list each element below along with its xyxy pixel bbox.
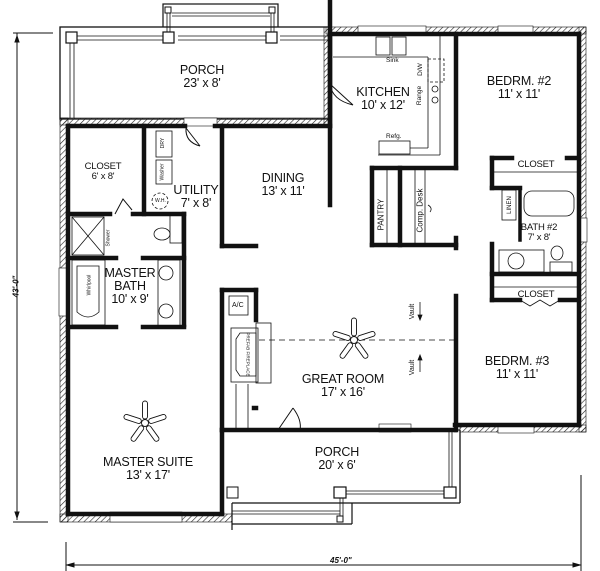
sink-label: Sink <box>386 57 399 64</box>
room-label-great-room: GREAT ROOM 17' x 16' <box>301 372 385 400</box>
pantry-label: PANTRY <box>376 198 386 231</box>
room-dims: 17' x 16' <box>321 385 365 400</box>
room-name: CLOSET <box>84 161 122 172</box>
ceiling-fan-great-room <box>332 317 376 359</box>
room-label-master-suite: MASTER SUITE 13' x 17' <box>103 455 193 483</box>
room-name: PORCH <box>179 63 225 77</box>
room-label-utility: UTILITY 7' x 8' <box>173 183 219 211</box>
room-label-master-bath: MASTER BATH 10' x 9' <box>104 266 156 307</box>
room-label-bedroom-3: BEDRM. #3 11' x 11' <box>484 354 550 382</box>
kitchen-fixtures <box>333 33 445 245</box>
fireplace-label: PREFAB FIREPLACE <box>245 332 251 377</box>
room-dims: 10' x 12' <box>361 98 405 113</box>
room-label-dining: DINING 13' x 11' <box>261 171 305 199</box>
room-label-rear-porch: PORCH 20' x 6' <box>314 445 360 473</box>
dishwasher-label: D/W <box>416 63 424 76</box>
front-porch <box>59 3 331 120</box>
room-label-kitchen: KITCHEN 10' x 12' <box>356 85 410 113</box>
dimension-lines <box>13 32 582 571</box>
room-name: BATH #2 <box>520 222 558 233</box>
doors <box>114 83 354 431</box>
room-name-line2: BATH <box>114 279 146 294</box>
closet-label-bedroom-2: CLOSET <box>517 159 555 170</box>
closet-label-bedroom-3: CLOSET <box>517 289 555 300</box>
room-dims: 11' x 11' <box>495 367 539 382</box>
overall-width-label: 45'-0" <box>330 556 352 565</box>
room-name: BEDRM. #2 <box>486 74 552 88</box>
room-label-bedroom-2: BEDRM. #2 11' x 11' <box>486 74 552 102</box>
vault-label-top: Vault <box>409 303 417 320</box>
washer-label: Washer <box>159 163 166 181</box>
room-name: GREAT ROOM <box>301 372 385 386</box>
master-bath-fixtures <box>71 216 181 327</box>
room-name: UTILITY <box>173 183 219 197</box>
room-name: BEDRM. #3 <box>484 354 550 368</box>
refrigerator-label: Refg. <box>386 133 402 140</box>
rear-porch <box>226 429 461 530</box>
ceiling-fan-master-suite <box>123 400 167 442</box>
room-dims: 13' x 11' <box>261 184 305 199</box>
room-name: DINING <box>261 171 305 185</box>
ac-label: A/C <box>232 302 244 309</box>
utility-fixtures <box>151 130 183 244</box>
room-name: PORCH <box>314 445 360 459</box>
overall-depth-label: 43'-0" <box>11 275 21 298</box>
interior-walls <box>65 0 582 517</box>
room-label-bath-2: BATH #2 7' x 8' <box>520 222 558 243</box>
range-label: Range <box>416 85 424 106</box>
room-label-front-porch: PORCH 23' x 8' <box>179 63 225 91</box>
room-name-line1: MASTER <box>104 266 156 280</box>
bath2-fixtures <box>494 171 579 307</box>
room-dims: 23' x 8' <box>183 76 221 91</box>
vault-label-bottom: Vault <box>409 359 417 376</box>
room-dims: 11' x 11' <box>497 87 541 102</box>
room-name: MASTER SUITE <box>103 455 193 469</box>
dryer-label: DRY <box>160 137 167 149</box>
room-label-master-closet: CLOSET 6' x 8' <box>85 162 122 182</box>
great-room-fixtures <box>228 295 455 430</box>
water-heater-label: W.H. <box>155 198 166 204</box>
room-dims: 7' x 8' <box>527 231 551 243</box>
comp-desk-label: Comp. Desk <box>415 188 425 233</box>
room-dims: 6' x 8' <box>91 170 115 182</box>
room-dims: 10' x 9' <box>111 292 149 307</box>
shower-label: Shower <box>105 229 112 247</box>
room-name: KITCHEN <box>356 85 410 99</box>
linen-label: LINEN <box>506 196 513 214</box>
room-dims: 13' x 17' <box>126 468 170 483</box>
whirlpool-label: Whirlpool <box>86 274 93 296</box>
room-dims: 20' x 6' <box>318 458 356 473</box>
room-dims: 7' x 8' <box>180 196 212 211</box>
